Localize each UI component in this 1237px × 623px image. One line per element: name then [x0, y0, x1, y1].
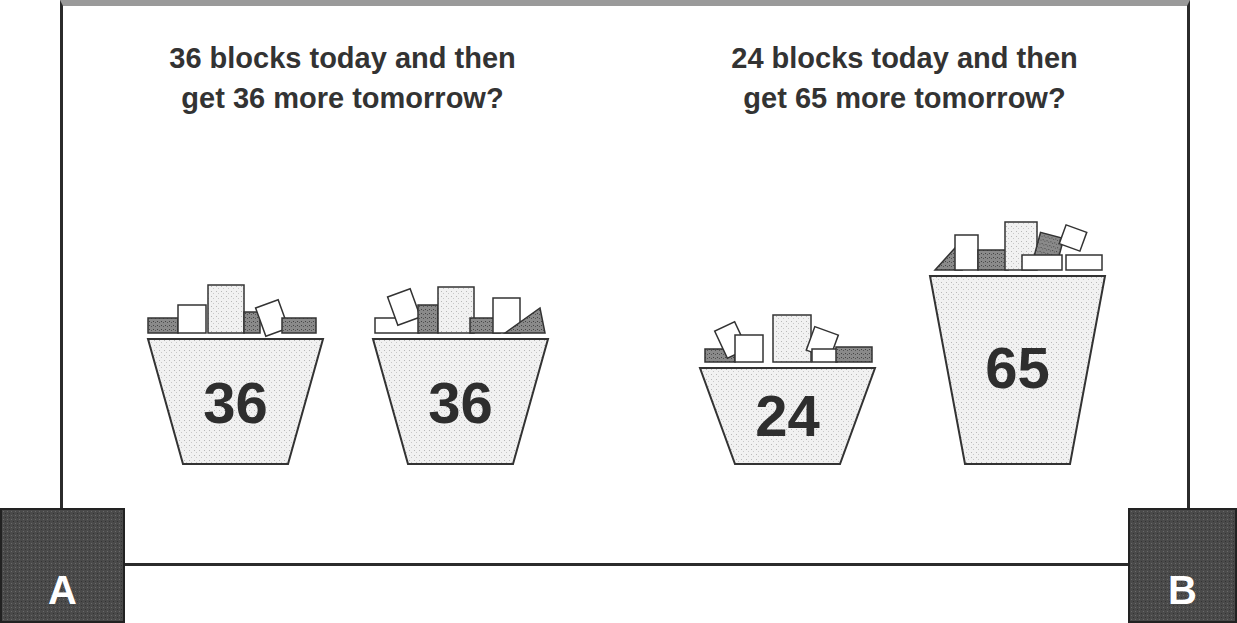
- block-basket: 24: [700, 368, 875, 464]
- block-basket: 65: [930, 276, 1105, 464]
- basket-number: 65: [930, 334, 1105, 401]
- question-panel: 24 blocks today and then get 65 more tom…: [622, 0, 1190, 566]
- panel-tab: B: [1128, 508, 1237, 623]
- panel-tab: A: [0, 508, 125, 623]
- basket-number: 24: [700, 382, 875, 449]
- basket-number: 36: [373, 369, 548, 436]
- block-basket: 36: [148, 339, 323, 464]
- basket-number: 36: [148, 369, 323, 436]
- panel-letter: A: [2, 568, 123, 613]
- basket-shape: [148, 339, 323, 464]
- basket-shape: [373, 339, 548, 464]
- block-basket: 36: [373, 339, 548, 464]
- panel-letter: B: [1130, 568, 1235, 613]
- question-panel: 36 blocks today and then get 36 more tom…: [60, 0, 625, 566]
- basket-shape: [930, 276, 1105, 464]
- tab-texture: [1130, 510, 1235, 621]
- basket-shape: [700, 368, 875, 464]
- question-text: 36 blocks today and then get 36 more tom…: [133, 38, 553, 118]
- question-text: 24 blocks today and then get 65 more tom…: [695, 38, 1115, 118]
- tab-texture: [2, 510, 123, 621]
